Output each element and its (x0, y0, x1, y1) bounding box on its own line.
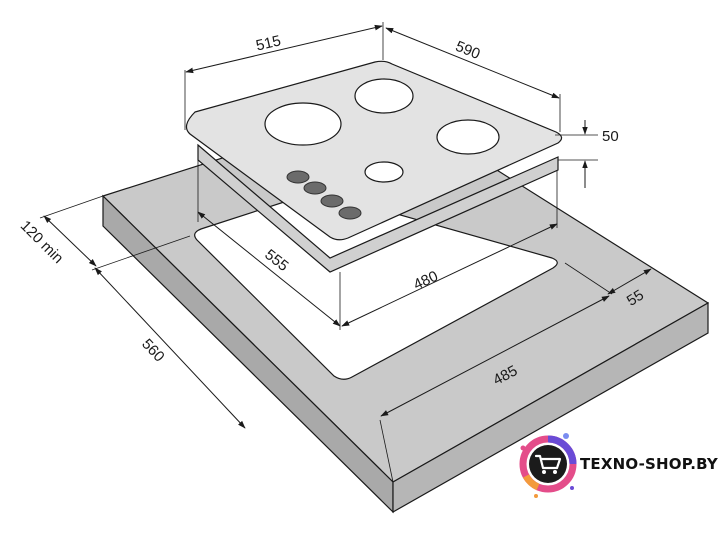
dim-485 (380, 295, 610, 417)
shopping-cart-icon (519, 433, 577, 498)
shop-logo: TEXNO-SHOP.BY (514, 426, 720, 502)
control-knob (320, 194, 344, 208)
control-knob (286, 170, 310, 184)
burner-small (364, 161, 404, 183)
extension-lines (39, 22, 613, 483)
burner-rear (354, 78, 414, 114)
label-rear-offset: 55 (624, 287, 647, 310)
label-hob-height: 50 (602, 128, 619, 145)
dimension-arrows (43, 24, 652, 429)
burner-large (264, 102, 342, 146)
dim-555 (197, 211, 341, 327)
label-worktop-depth: 560 (138, 336, 168, 366)
label-min-clearance: 120 min (17, 217, 67, 267)
dim-480 (341, 223, 558, 327)
burner-right (436, 119, 500, 155)
control-knob (303, 181, 327, 195)
dim-560 (94, 267, 246, 429)
dim-515 (185, 24, 383, 74)
dim-590 (385, 27, 560, 99)
control-knob (338, 206, 362, 220)
label-hob-depth: 590 (453, 38, 483, 63)
dim-120-min (43, 215, 97, 267)
dim-55 (607, 268, 652, 295)
label-hob-width: 515 (254, 32, 282, 54)
shop-logo-text: TEXNO-SHOP.BY (580, 455, 718, 473)
